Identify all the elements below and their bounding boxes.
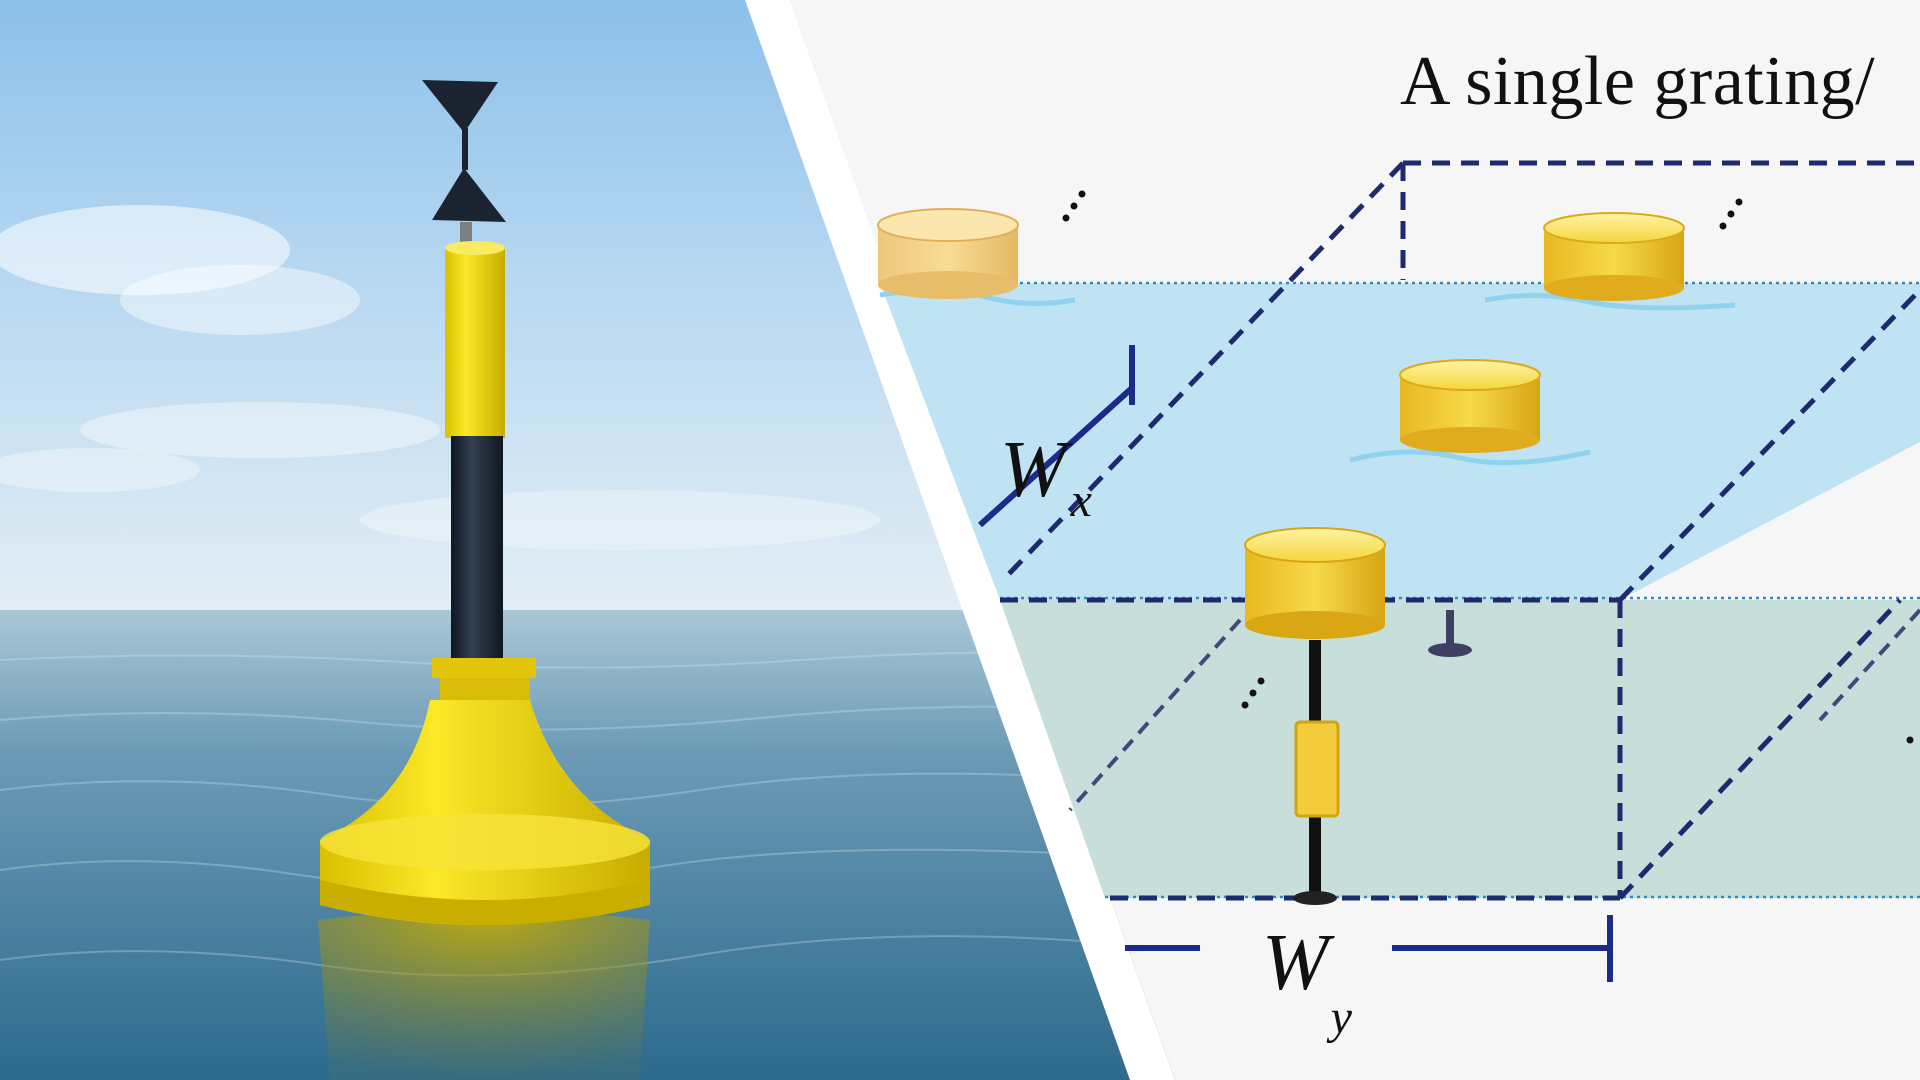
wx-dimension-label: Wx [1000, 425, 1092, 527]
float-1-icon [877, 208, 1019, 299]
diagram-title: A single grating/ [1400, 43, 1876, 120]
wy-subscript: y [1330, 991, 1352, 1044]
wy-symbol: W [1262, 919, 1329, 1007]
float-3-icon [1399, 359, 1541, 453]
wx-symbol: W [1000, 426, 1067, 514]
anchor-marker-icon [1428, 610, 1472, 657]
navigation-buoy-icon [318, 80, 650, 1080]
panel-divider [745, 0, 1175, 1080]
wy-dimension-label: Wy [1262, 918, 1352, 1044]
moored-float-icon [1244, 527, 1386, 905]
float-2-icon [1543, 212, 1685, 301]
grating-diagram-panel [790, 0, 1920, 1080]
continuation-dots [1062, 190, 1914, 744]
wx-subscript: x [1070, 474, 1092, 527]
